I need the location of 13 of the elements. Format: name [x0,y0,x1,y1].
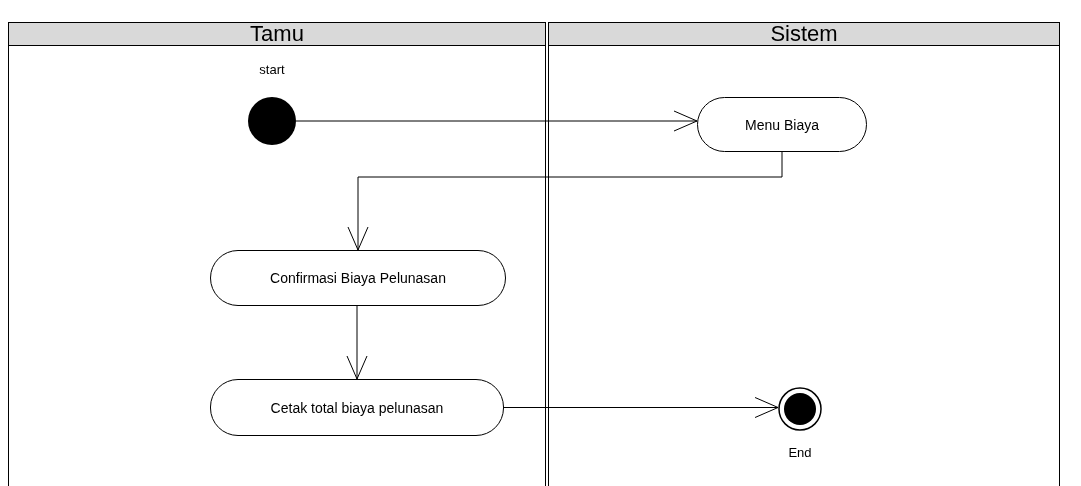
swimlane [8,22,546,486]
node-caption: start [259,62,285,77]
arrow [346,305,368,380]
arrow [503,397,779,418]
arrow [295,110,698,132]
activity-node: Confirmasi Biaya Pelunasan [210,250,506,306]
lane-header: Tamu [9,23,545,46]
swimlane [548,22,1060,486]
activity-node: Menu Biaya [697,97,867,152]
arrow [347,151,783,251]
activity-node: Cetak total biaya pelunasan [210,379,504,436]
lane-header: Sistem [549,23,1059,46]
node-caption: End [788,445,812,460]
